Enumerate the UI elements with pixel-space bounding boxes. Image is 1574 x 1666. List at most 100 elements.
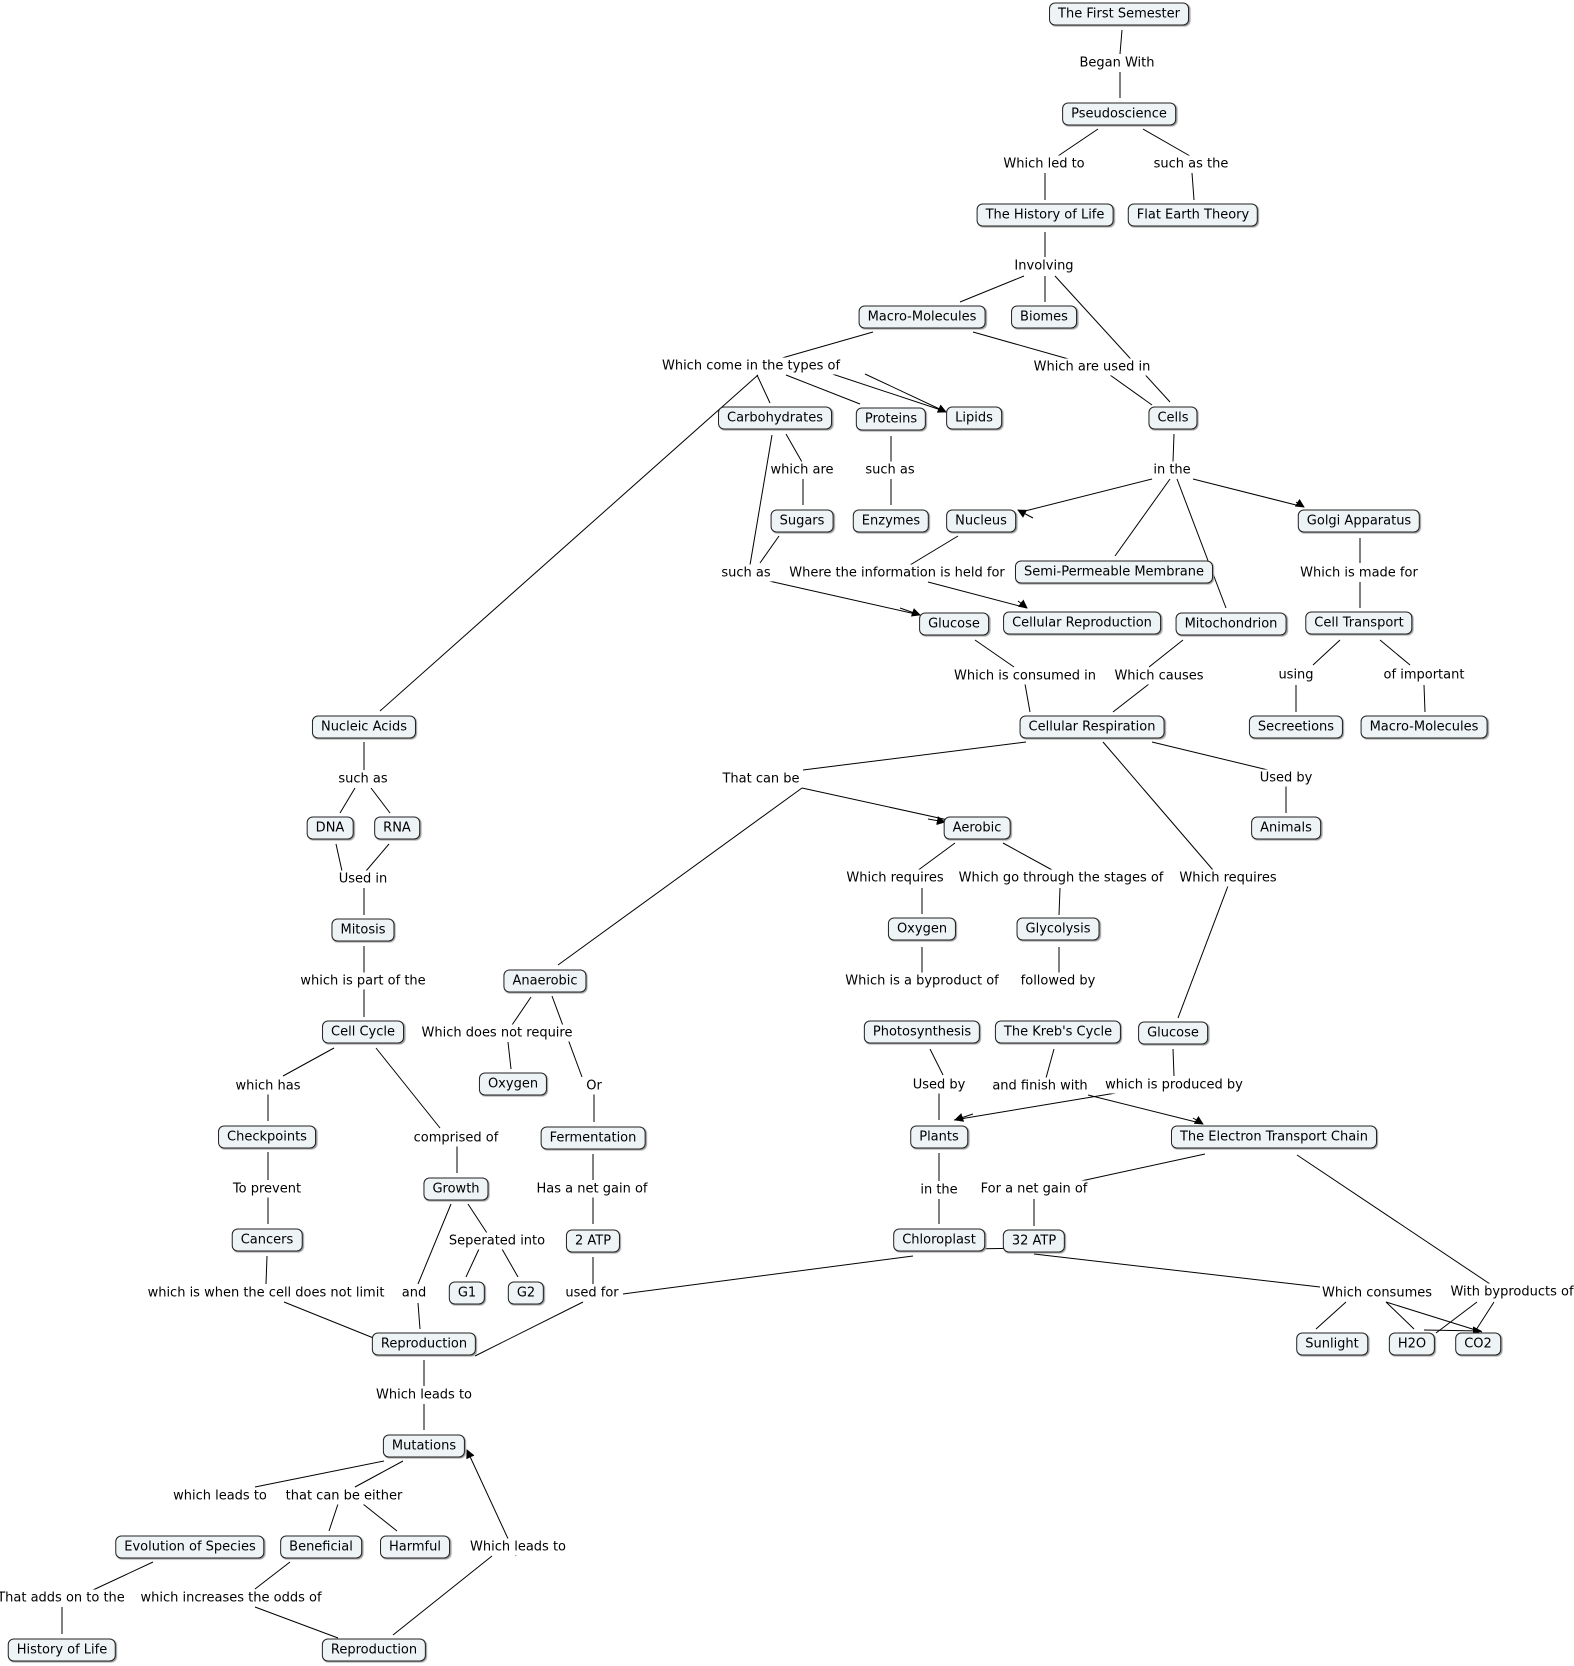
connector-line	[1379, 639, 1411, 666]
connector-line	[749, 434, 773, 566]
concept-nucleic-acids[interactable]: Nucleic Acids	[311, 715, 417, 739]
concept-mitochondrion[interactable]: Mitochondrion	[1175, 612, 1287, 636]
concept-nucleus[interactable]: Nucleus	[946, 509, 1016, 533]
link-using: using	[1276, 666, 1316, 684]
concept-mitosis[interactable]: Mitosis	[331, 918, 395, 942]
concept-semi-permeable-membrane[interactable]: Semi-Permeable Membrane	[1014, 560, 1214, 584]
concept-sunlight[interactable]: Sunlight	[1296, 1332, 1368, 1356]
concept-g2[interactable]: G2	[507, 1281, 545, 1305]
concept-flat-earth-theory[interactable]: Flat Earth Theory	[1127, 203, 1259, 227]
concept-cells[interactable]: Cells	[1148, 406, 1198, 430]
link-in-the-cells: in the	[1151, 461, 1193, 479]
link-in-the-plants: in the	[918, 1181, 960, 1199]
concept-cellular-respiration[interactable]: Cellular Respiration	[1019, 715, 1165, 739]
link-that-can-be-either: that can be either	[283, 1487, 405, 1505]
concept-growth[interactable]: Growth	[423, 1177, 489, 1201]
concept-co2[interactable]: CO2	[1455, 1332, 1501, 1356]
connector-line	[1057, 128, 1099, 157]
concept-first-semester[interactable]: The First Semester	[1049, 2, 1189, 26]
concept-32-atp[interactable]: 32 ATP	[1002, 1229, 1066, 1253]
link-involving: Involving	[1012, 257, 1076, 275]
concept-oxygen-2[interactable]: Oxygen	[478, 1072, 548, 1096]
connector-line	[328, 1503, 339, 1532]
connector-line	[282, 1047, 335, 1077]
concept-glucose[interactable]: Glucose	[919, 612, 989, 636]
link-with-byproducts-of: With byproducts of	[1448, 1283, 1574, 1301]
concept-cellular-reproduction[interactable]: Cellular Reproduction	[1003, 611, 1161, 635]
concept-h2o[interactable]: H2O	[1388, 1332, 1436, 1356]
connector-line	[392, 1555, 493, 1636]
concept-mutations[interactable]: Mutations	[382, 1434, 466, 1458]
concept-animals[interactable]: Animals	[1251, 816, 1321, 840]
link-adds-on-to-the: That adds on to the	[0, 1589, 127, 1607]
concept-cell-cycle[interactable]: Cell Cycle	[322, 1020, 404, 1044]
arrow-connector	[864, 373, 947, 413]
concept-electron-transport-chain[interactable]: The Electron Transport Chain	[1170, 1125, 1378, 1149]
concept-reproduction[interactable]: Reproduction	[371, 1332, 477, 1356]
connector-line	[467, 1203, 488, 1234]
connector-line	[92, 1561, 154, 1591]
concept-secretions[interactable]: Secreetions	[1248, 715, 1344, 739]
concept-2-atp[interactable]: 2 ATP	[565, 1229, 621, 1253]
link-which-come-in-types: Which come in the types of	[659, 357, 843, 375]
connector-line	[974, 639, 1015, 668]
concept-aerobic[interactable]: Aerobic	[943, 816, 1011, 840]
connector-line	[1112, 683, 1150, 713]
concept-golgi-apparatus[interactable]: Golgi Apparatus	[1297, 509, 1421, 533]
concept-history-of-life[interactable]: The History of Life	[976, 203, 1114, 227]
concept-enzymes[interactable]: Enzymes	[852, 509, 930, 533]
link-which-are: which are	[768, 461, 836, 479]
concept-checkpoints[interactable]: Checkpoints	[218, 1125, 316, 1149]
link-which-has: which has	[233, 1077, 303, 1095]
connector-line	[1054, 275, 1171, 403]
concept-krebs-cycle[interactable]: The Kreb's Cycle	[994, 1020, 1122, 1044]
concept-evolution-of-species[interactable]: Evolution of Species	[115, 1535, 265, 1559]
connector-line	[501, 1248, 519, 1278]
concept-pseudoscience[interactable]: Pseudoscience	[1062, 102, 1176, 126]
concept-glucose-2[interactable]: Glucose	[1138, 1021, 1208, 1045]
concept-lipids[interactable]: Lipids	[946, 406, 1002, 430]
concept-oxygen[interactable]: Oxygen	[887, 917, 957, 941]
concept-anaerobic[interactable]: Anaerobic	[503, 969, 587, 993]
link-used-for: used for	[563, 1284, 621, 1302]
concept-dna[interactable]: DNA	[306, 816, 354, 840]
link-seperated-into: Seperated into	[446, 1232, 548, 1250]
arrow-connector	[1017, 599, 1028, 609]
concept-sugars[interactable]: Sugars	[770, 509, 834, 533]
concept-biomes[interactable]: Biomes	[1011, 305, 1077, 329]
concept-cancers[interactable]: Cancers	[231, 1228, 303, 1252]
concept-fermentation[interactable]: Fermentation	[540, 1126, 646, 1150]
connector-line	[1020, 478, 1153, 513]
concept-harmful[interactable]: Harmful	[380, 1535, 450, 1559]
link-such-as-dna-rna: such as	[336, 770, 390, 788]
concept-reproduction-2[interactable]: Reproduction	[321, 1638, 427, 1662]
concept-beneficial[interactable]: Beneficial	[280, 1535, 362, 1559]
connector-line	[254, 1460, 385, 1488]
link-byproduct-of: Which is a byproduct of	[843, 972, 1001, 990]
concept-glycolysis[interactable]: Glycolysis	[1016, 917, 1100, 941]
connector-line	[1102, 741, 1214, 871]
link-where-information-held: Where the information is held for	[787, 564, 1007, 582]
connector-line	[1058, 887, 1061, 916]
concept-rna[interactable]: RNA	[374, 816, 420, 840]
concept-proteins[interactable]: Proteins	[855, 407, 927, 431]
link-such-as-glucose: such as	[719, 564, 773, 582]
link-which-consumes: Which consumes	[1319, 1284, 1435, 1302]
connector-line	[1296, 1154, 1497, 1289]
concept-photosynthesis[interactable]: Photosynthesis	[863, 1020, 981, 1044]
concept-macro-molecules[interactable]: Macro-Molecules	[858, 305, 986, 329]
connector-line	[801, 787, 949, 821]
concept-history-of-life-2[interactable]: History of Life	[7, 1638, 117, 1662]
concept-plants[interactable]: Plants	[910, 1125, 968, 1149]
connector-line	[1151, 741, 1269, 771]
concept-carbohydrates[interactable]: Carbohydrates	[718, 406, 832, 430]
link-which-is-part-of: which is part of the	[298, 972, 428, 990]
concept-g1[interactable]: G1	[448, 1281, 486, 1305]
link-which-requires-oxygen: Which requires	[844, 869, 946, 887]
concept-macro-molecules-2[interactable]: Macro-Molecules	[1360, 715, 1488, 739]
connector-line	[283, 1301, 377, 1340]
concept-cell-transport[interactable]: Cell Transport	[1305, 611, 1413, 635]
connector-line	[1024, 683, 1031, 713]
link-such-as-enzymes: such as	[863, 461, 917, 479]
concept-chloroplast[interactable]: Chloroplast	[893, 1228, 985, 1252]
